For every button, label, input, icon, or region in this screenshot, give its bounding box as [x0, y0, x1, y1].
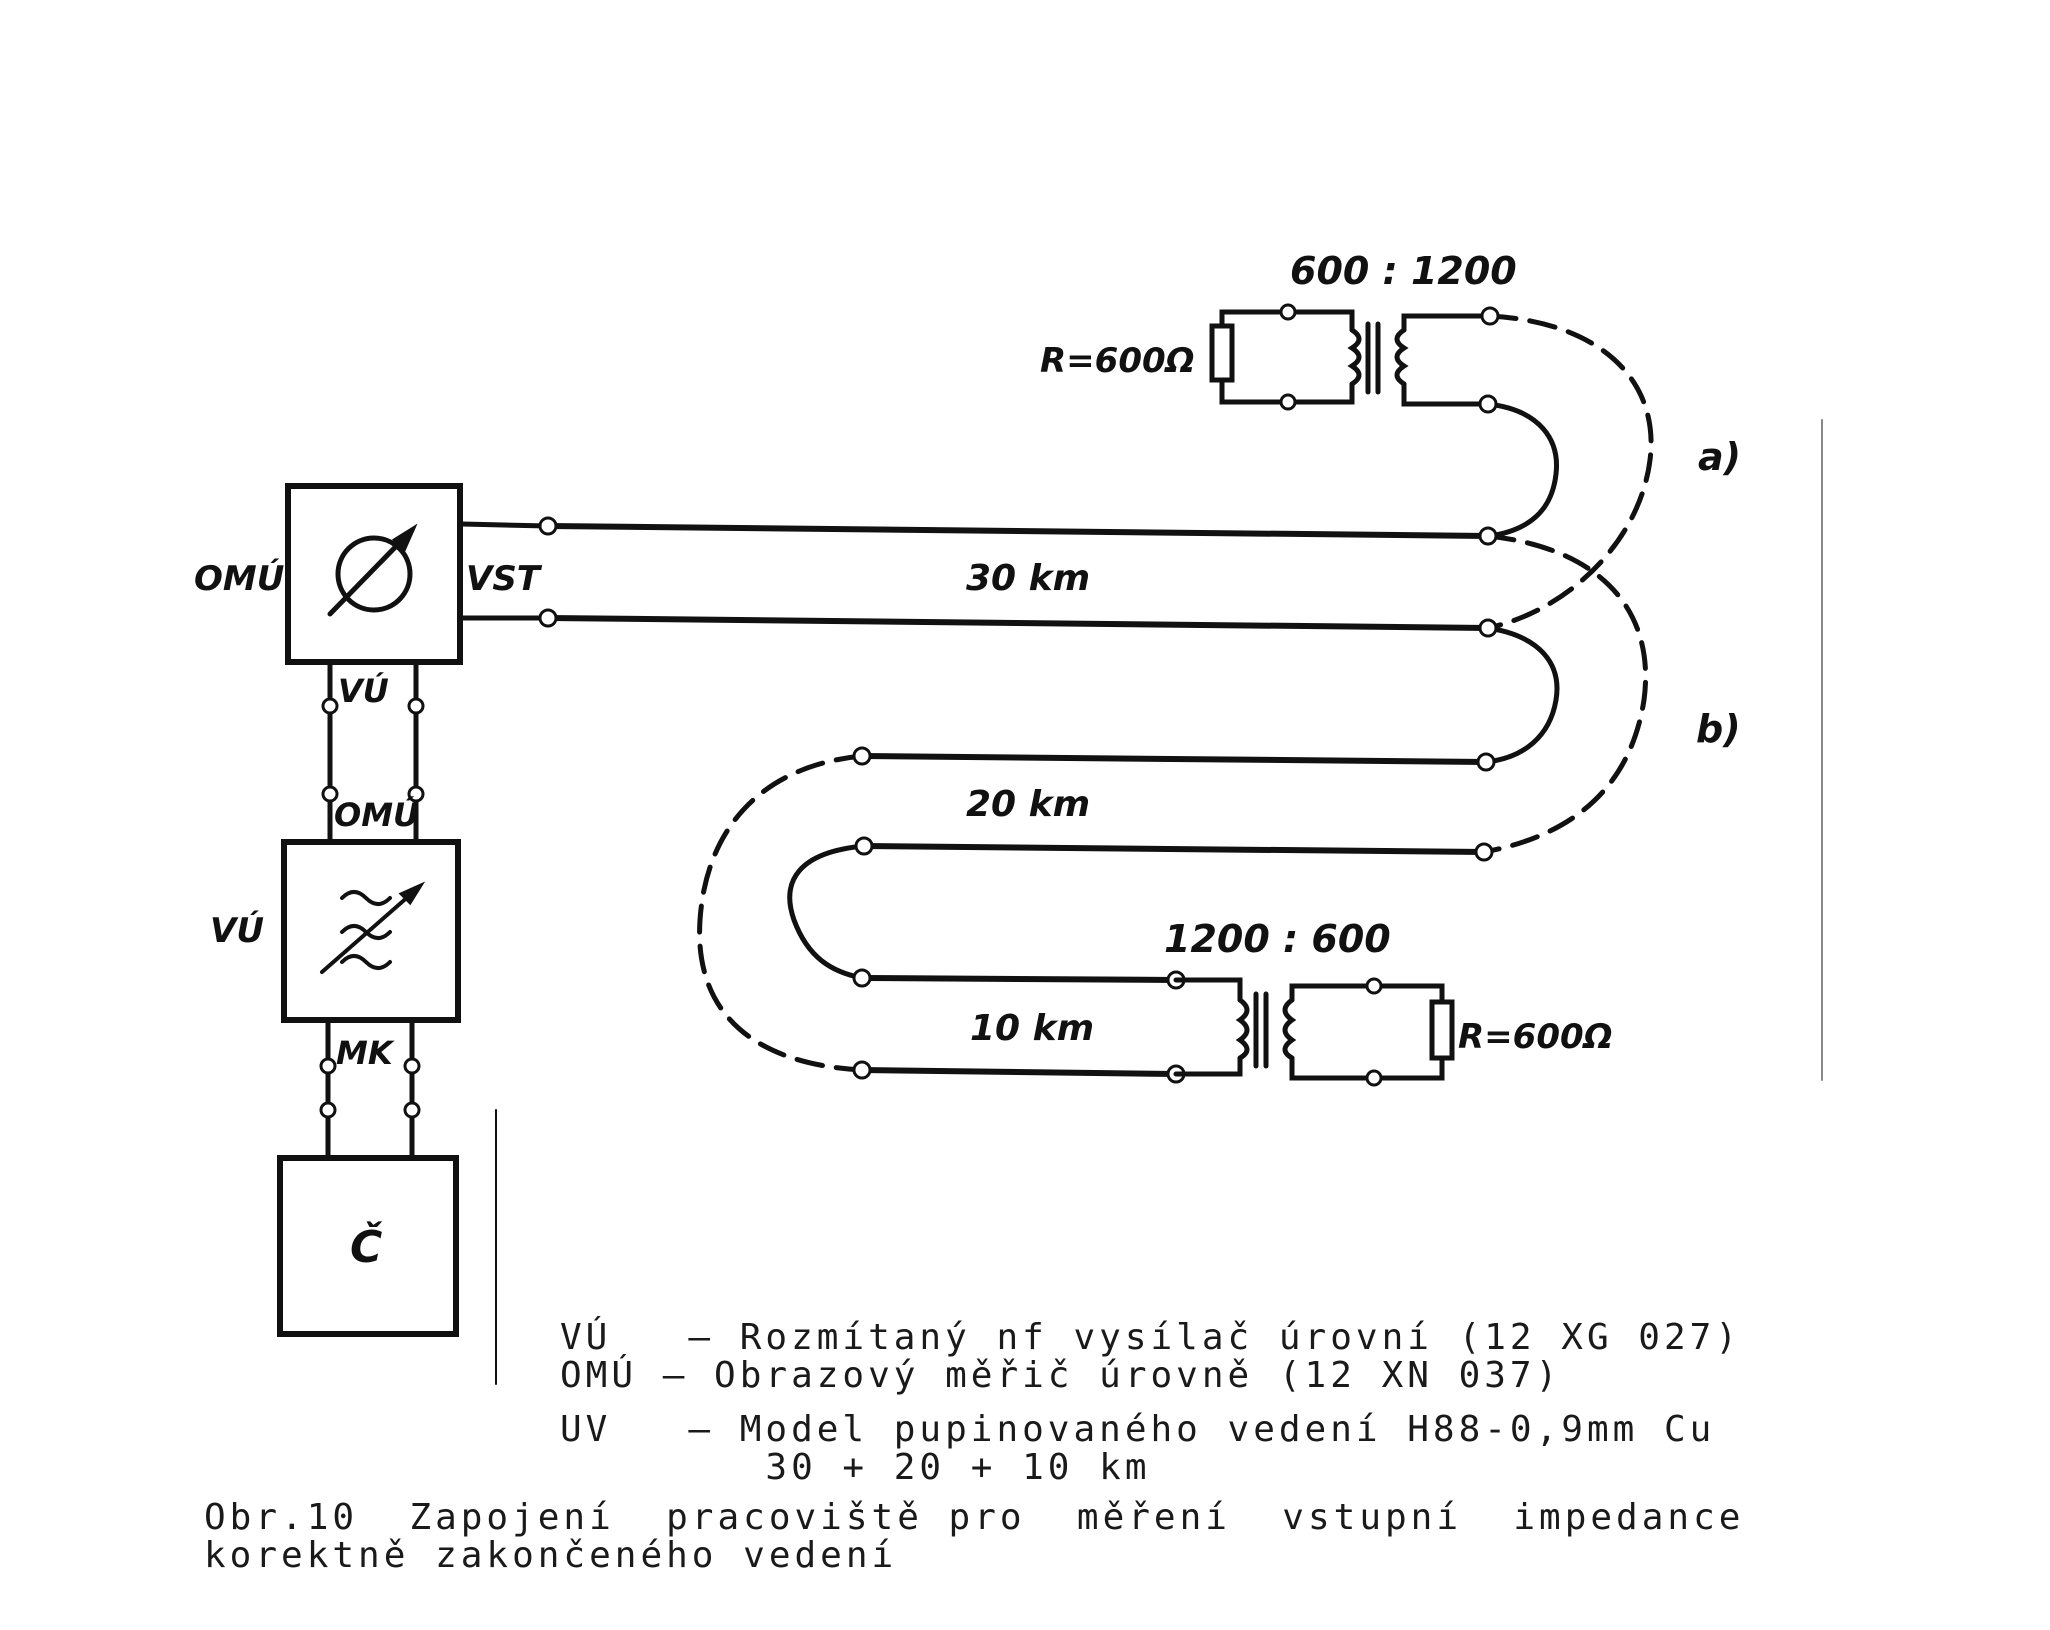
legend-line-uv: UV — Model pupinovaného vedení H88-0,9mm…	[560, 1409, 1716, 1450]
line-terminals	[538, 516, 1498, 1084]
figure-caption-line1: Obr.10 Zapojení pracoviště pro měření vs…	[204, 1497, 1745, 1538]
mk-label: MK	[336, 1034, 395, 1072]
ratio-top-label: 600 : 1200	[1290, 249, 1517, 293]
legend-line-vu: VÚ — Rozmítaný nf vysílač úrovní (12 XG …	[560, 1317, 1741, 1358]
line-sections	[545, 523, 1491, 1077]
length-10km-label: 10 km	[970, 1008, 1094, 1049]
omu-terminal-label: OMÚ	[334, 795, 419, 834]
legend-line-omu: OMÚ — Obrazový měřič úrovně (12 XN 037)	[560, 1355, 1562, 1396]
sweep-generator-icon	[320, 881, 426, 974]
loops-b	[787, 401, 1560, 981]
top-transformer-terminals	[1279, 303, 1500, 414]
resistor-top-label: R=600Ω	[1040, 341, 1195, 381]
vu-generator-box	[281, 839, 461, 1023]
omu-instrument-box	[285, 483, 463, 665]
legend-line-lengths: 30 + 20 + 10 km	[560, 1447, 1151, 1488]
vu-label: VÚ	[210, 910, 264, 951]
variant-a-label: a)	[1698, 435, 1741, 479]
c-box	[277, 1155, 459, 1337]
length-20km-label: 20 km	[966, 784, 1090, 825]
vu-terminal-label: VÚ	[338, 671, 389, 710]
bottom-resistor	[1429, 999, 1455, 1061]
resistor-bottom-label: R=600Ω	[1458, 1017, 1613, 1057]
top-transformer	[1209, 309, 1493, 407]
input-leads	[459, 521, 551, 621]
c-label: Č	[350, 1220, 383, 1273]
omu-label: OMÚ	[194, 558, 284, 599]
top-resistor	[1209, 323, 1235, 383]
bottom-transformer	[1173, 977, 1455, 1081]
bottom-transformer-terminals	[1365, 977, 1383, 1087]
ratio-bottom-label: 1200 : 600	[1164, 917, 1391, 961]
loops-a	[697, 313, 1654, 1073]
vst-label: VST	[466, 559, 543, 599]
length-30km-label: 30 km	[966, 558, 1090, 599]
variant-b-label: b)	[1696, 707, 1741, 751]
meter-icon	[327, 523, 418, 617]
instrument-terminals	[319, 697, 425, 1119]
figure-caption-line2: korektně zakončeného vedení	[204, 1535, 898, 1576]
instrument-wiring	[325, 659, 419, 1161]
